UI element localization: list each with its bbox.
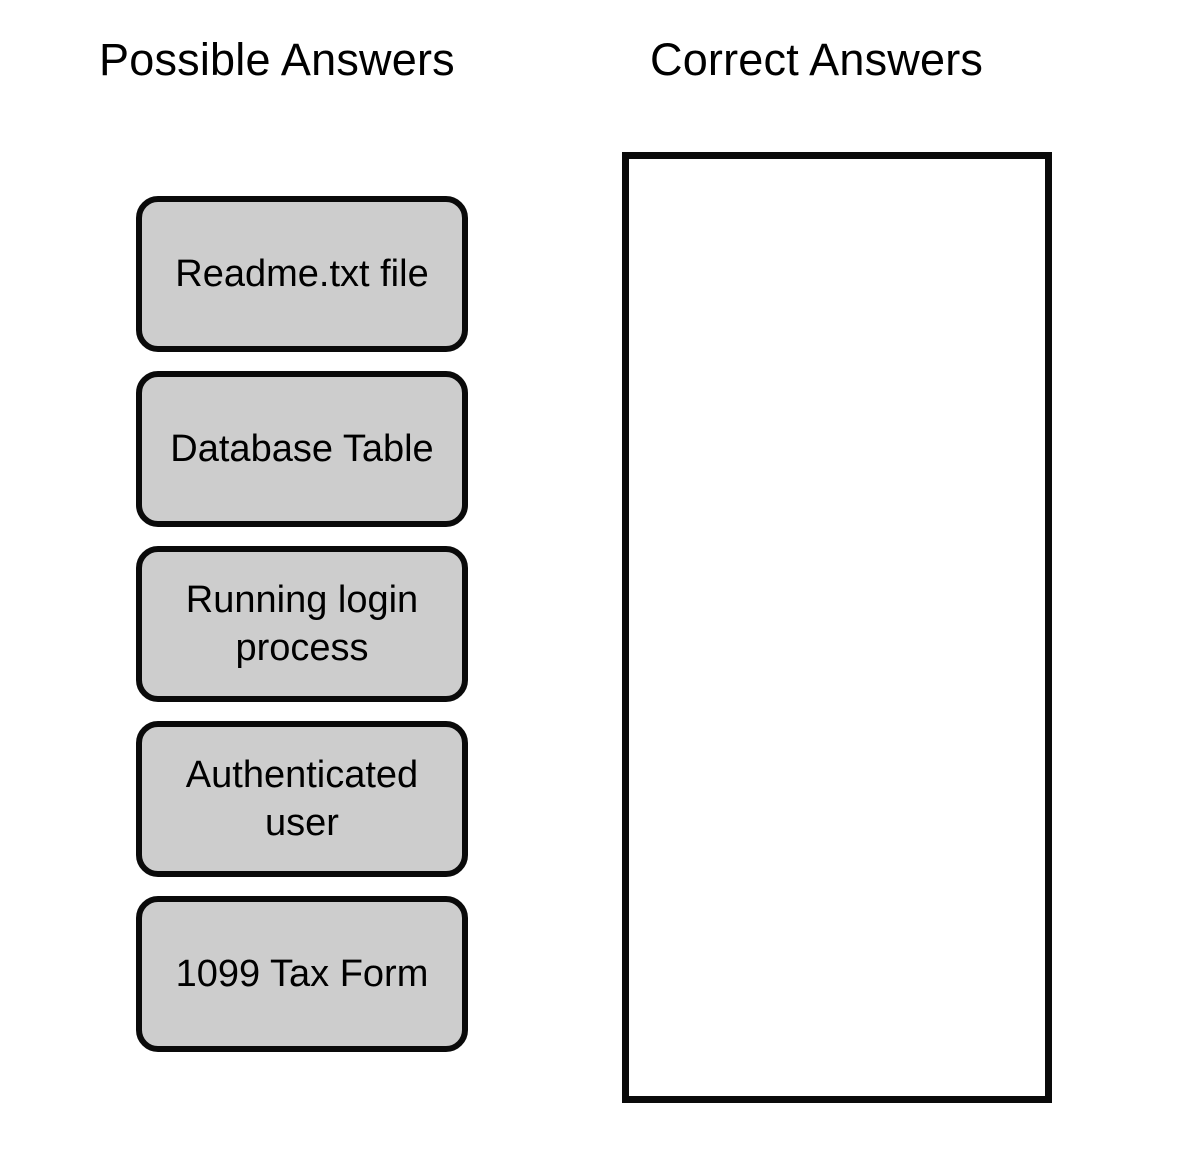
possible-answers-list: Readme.txt file Database Table Running l…	[136, 196, 468, 1052]
answer-tile-readme[interactable]: Readme.txt file	[136, 196, 468, 352]
possible-answers-heading: Possible Answers	[99, 34, 455, 85]
answer-tile-1099-tax-form[interactable]: 1099 Tax Form	[136, 896, 468, 1052]
answer-tile-label: Readme.txt file	[175, 253, 429, 295]
correct-answers-drop-zone[interactable]	[622, 152, 1052, 1103]
answer-tile-database-table[interactable]: Database Table	[136, 371, 468, 527]
answer-tile-label: Running login process	[185, 579, 419, 669]
answer-tile-label: Authenticated user	[185, 754, 419, 844]
answer-tile-label: Database Table	[170, 428, 434, 470]
answer-tile-label: 1099 Tax Form	[175, 953, 429, 995]
answer-tile-authenticated-user[interactable]: Authenticated user	[136, 721, 468, 877]
answer-tile-running-login-process[interactable]: Running login process	[136, 546, 468, 702]
correct-answers-heading: Correct Answers	[650, 34, 984, 85]
